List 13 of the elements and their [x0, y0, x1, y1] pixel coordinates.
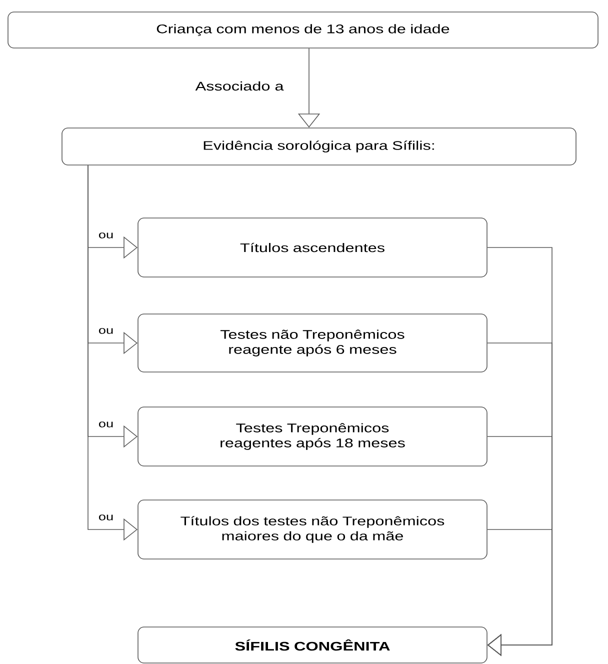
edge-label: ou	[99, 514, 113, 520]
process-box: Evidência sorológica para Sífilis:	[62, 128, 576, 166]
process-box: Testes não Treponêmicos reagente após 6 meses	[138, 314, 488, 372]
edge-label: Associado a	[195, 81, 284, 91]
process-box: Testes Treponêmicos reagentes após 18 meses	[138, 406, 488, 466]
process-box: Títulos ascendentes	[138, 218, 488, 278]
process-box: Criança com menos de 13 anos de idade	[8, 12, 598, 48]
edge-label: ou	[99, 422, 113, 428]
process-box: SÍFILIS CONGÊNITA	[138, 626, 488, 664]
process-box: Títulos dos testes não Treponêmicos maiores do que o da mãe	[138, 500, 488, 560]
edge-label: ou	[99, 328, 113, 334]
arrow	[487, 529, 552, 656]
edge-label: ou	[99, 232, 113, 238]
